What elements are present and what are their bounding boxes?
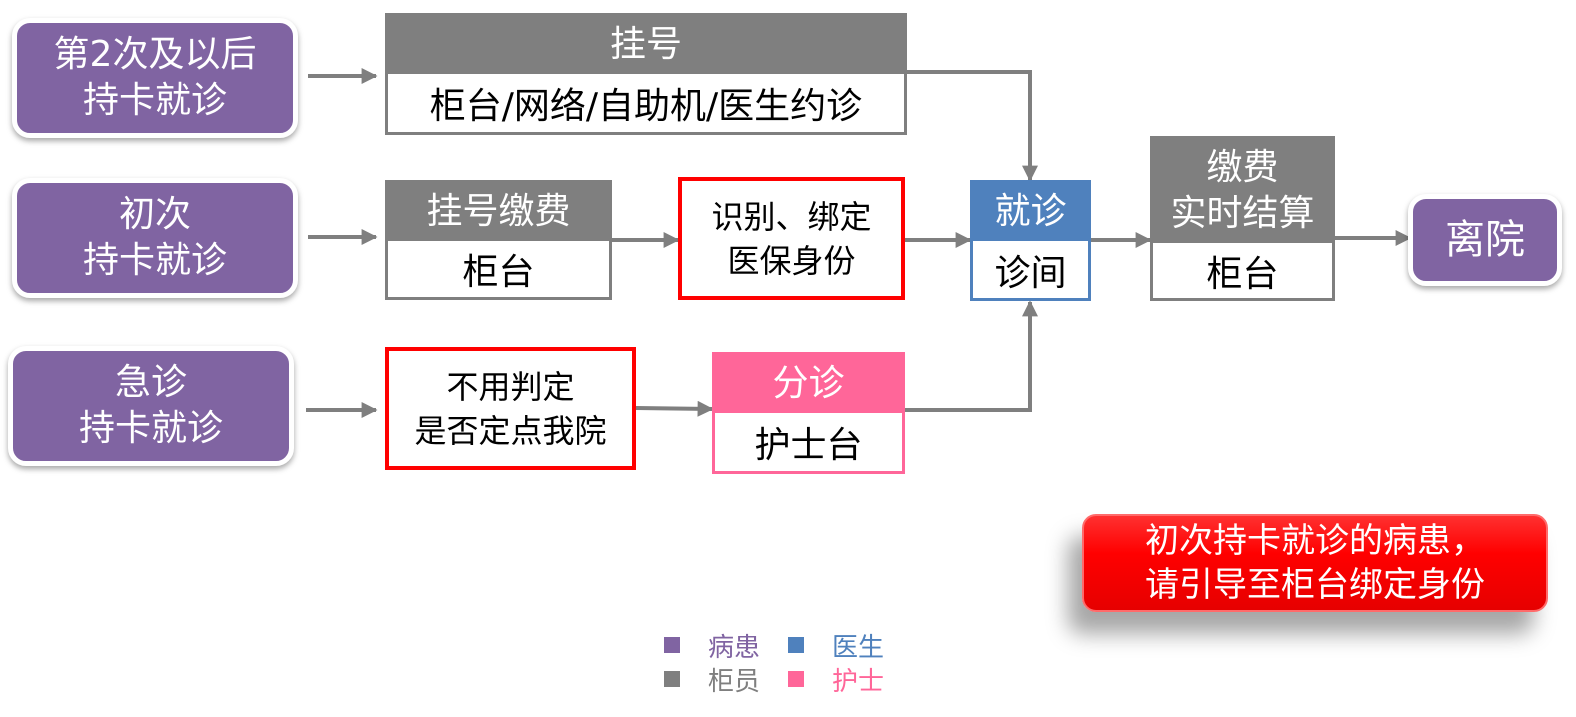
step-registration-payment: 挂号缴费 柜台 (385, 180, 612, 300)
consult-body: 诊间 (973, 241, 1088, 298)
registration-head: 挂号 (388, 16, 904, 74)
discharge-label: 离院 (1445, 217, 1525, 263)
step-registration: 挂号 柜台/网络/自助机/医生约诊 (385, 13, 907, 135)
notice-banner: 初次持卡就诊的病患， 请引导至柜台绑定身份 (1082, 514, 1548, 612)
legend-swatch-doctor (788, 637, 804, 653)
entry-first-visit: 初次 持卡就诊 (12, 178, 298, 298)
legend-label-nurse: 护士 (832, 666, 885, 697)
arrow-registration-to-consult (906, 70, 1038, 182)
notice-line2: 请引导至柜台绑定身份 (1145, 565, 1485, 605)
reg-payment-body: 柜台 (388, 241, 609, 297)
identify-line2: 医保身份 (727, 241, 856, 280)
identify-line1: 识别、绑定 (711, 197, 872, 236)
triage-body: 护士台 (715, 413, 902, 471)
legend-label-patient: 病患 (708, 632, 761, 663)
settlement-head-line2: 实时结算 (1170, 193, 1315, 234)
settlement-head: 缴费 实时结算 (1153, 139, 1332, 243)
legend: 病患 医生 柜员 护士 (664, 628, 894, 697)
triage-head: 分诊 (715, 355, 902, 413)
step-triage: 分诊 护士台 (712, 352, 905, 474)
settlement-body: 柜台 (1153, 243, 1332, 298)
legend-swatch-clerk (664, 671, 680, 687)
entry-first-line2: 持卡就诊 (82, 240, 227, 281)
legend-label-doctor: 医生 (832, 632, 885, 663)
settlement-head-line1: 缴费 (1206, 147, 1279, 188)
arrow-nocheck-to-triage (635, 400, 714, 417)
notice-line1: 初次持卡就诊的病患， (1145, 521, 1485, 561)
nocheck-line2: 是否定点我院 (414, 411, 607, 450)
step-settlement: 缴费 实时结算 柜台 (1150, 136, 1335, 301)
legend-label-clerk: 柜员 (708, 666, 761, 697)
step-identify-insurance: 识别、绑定 医保身份 (678, 177, 905, 300)
entry-repeat-visit: 第2次及以后 持卡就诊 (12, 18, 298, 138)
entry-emergency-line2: 持卡就诊 (78, 408, 223, 449)
reg-payment-head: 挂号缴费 (388, 183, 609, 241)
nocheck-line1: 不用判定 (446, 367, 575, 406)
legend-swatch-nurse (788, 671, 804, 687)
entry-emergency: 急诊 持卡就诊 (8, 346, 294, 466)
entry-repeat-line2: 持卡就诊 (82, 80, 227, 121)
step-consultation: 就诊 诊间 (970, 180, 1091, 301)
registration-body: 柜台/网络/自助机/医生约诊 (388, 74, 904, 132)
legend-swatch-patient (664, 637, 680, 653)
step-discharge: 离院 (1408, 194, 1562, 286)
arrow-triage-to-consult (904, 300, 1038, 412)
entry-first-line1: 初次 (118, 194, 191, 235)
entry-emergency-line1: 急诊 (114, 362, 187, 403)
entry-repeat-line1: 第2次及以后 (53, 34, 257, 75)
consult-head: 就诊 (973, 183, 1088, 241)
step-no-designation-check: 不用判定 是否定点我院 (385, 347, 636, 470)
